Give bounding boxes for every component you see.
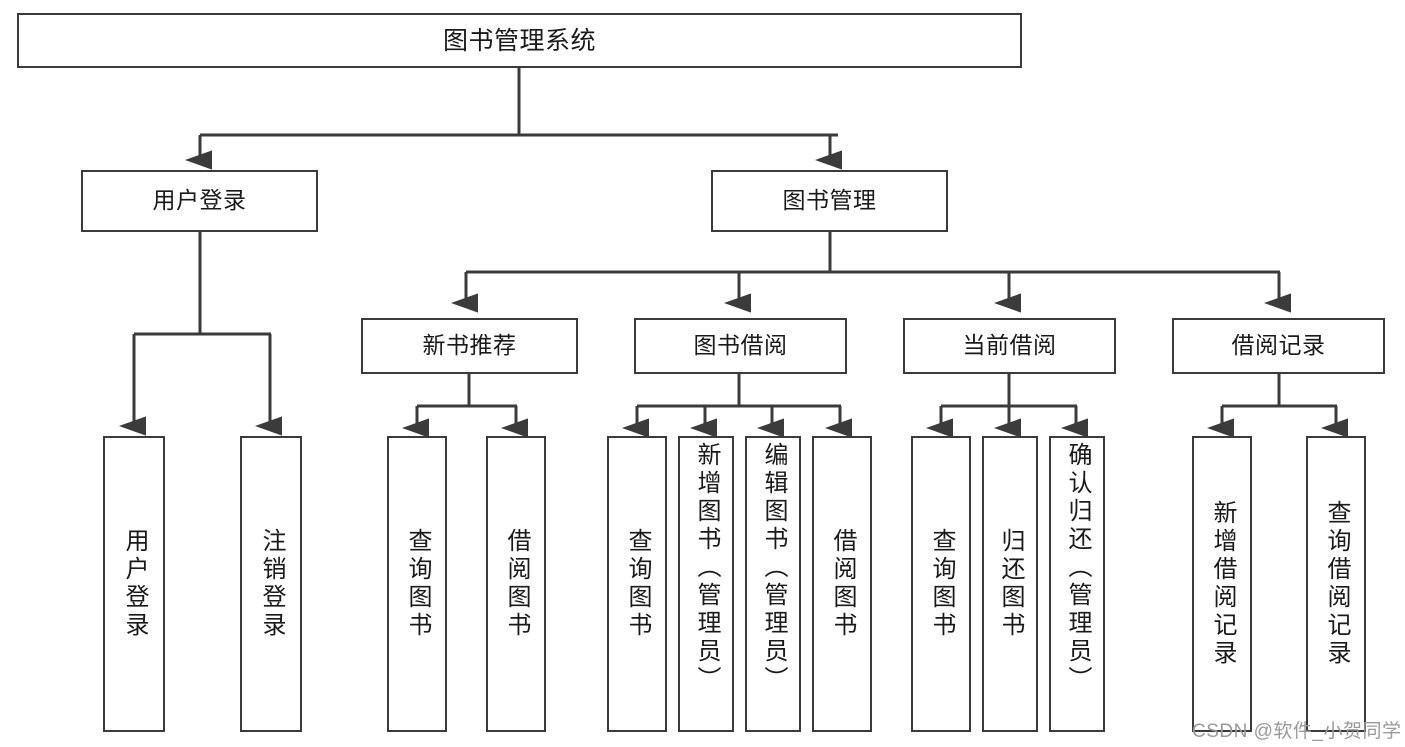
leaf-book-borrow-edit-label: 编辑图书（管理员） — [760, 442, 787, 694]
node-current-borrow-label: 当前借阅 — [962, 332, 1057, 359]
leaf-borrow-record-add[interactable]: 新增借阅记录 — [1192, 436, 1252, 732]
leaf-current-borrow-query-label: 查询图书 — [928, 528, 955, 640]
leaf-current-borrow-confirm-label: 确认归还（管理员） — [1064, 442, 1091, 694]
watermark-text: CSDN @软件_小贺同学 — [1192, 721, 1402, 742]
leaf-user-login-logout[interactable]: 注销登录 — [240, 436, 302, 732]
node-current-borrow[interactable]: 当前借阅 — [903, 318, 1116, 374]
node-book-management[interactable]: 图书管理 — [711, 170, 948, 232]
node-new-book-recommend[interactable]: 新书推荐 — [361, 318, 578, 374]
leaf-current-borrow-return-label: 归还图书 — [997, 528, 1024, 640]
leaf-book-borrow-borrow-label: 借阅图书 — [829, 528, 856, 640]
leaf-borrow-record-add-label: 新增借阅记录 — [1209, 500, 1236, 668]
node-book-borrow[interactable]: 图书借阅 — [634, 318, 847, 374]
node-book-management-label: 图书管理 — [782, 187, 877, 214]
leaf-current-borrow-query[interactable]: 查询图书 — [911, 436, 971, 732]
leaf-book-borrow-query[interactable]: 查询图书 — [607, 436, 667, 732]
leaf-book-borrow-borrow[interactable]: 借阅图书 — [812, 436, 872, 732]
node-borrow-record[interactable]: 借阅记录 — [1172, 318, 1385, 374]
leaf-user-login-login[interactable]: 用户登录 — [103, 436, 165, 732]
leaf-new-book-borrow[interactable]: 借阅图书 — [486, 436, 546, 732]
node-root-label: 图书管理系统 — [442, 26, 596, 55]
leaf-book-borrow-add-label: 新增图书（管理员） — [693, 442, 720, 694]
node-user-login[interactable]: 用户登录 — [81, 170, 318, 232]
node-user-login-label: 用户登录 — [152, 187, 247, 214]
leaf-user-login-login-label: 用户登录 — [121, 528, 148, 640]
node-root[interactable]: 图书管理系统 — [17, 13, 1022, 68]
leaf-current-borrow-return[interactable]: 归还图书 — [982, 436, 1038, 732]
leaf-book-borrow-query-label: 查询图书 — [624, 528, 651, 640]
node-book-borrow-label: 图书借阅 — [693, 332, 788, 359]
leaf-new-book-query-label: 查询图书 — [404, 528, 431, 640]
leaf-book-borrow-add[interactable]: 新增图书（管理员） — [678, 436, 734, 732]
leaf-borrow-record-query-label: 查询借阅记录 — [1323, 500, 1350, 668]
node-new-book-recommend-label: 新书推荐 — [422, 332, 517, 359]
leaf-borrow-record-query[interactable]: 查询借阅记录 — [1306, 436, 1366, 732]
leaf-new-book-borrow-label: 借阅图书 — [503, 528, 530, 640]
node-borrow-record-label: 借阅记录 — [1231, 332, 1326, 359]
leaf-book-borrow-edit[interactable]: 编辑图书（管理员） — [745, 436, 801, 732]
leaf-new-book-query[interactable]: 查询图书 — [387, 436, 447, 732]
leaf-current-borrow-confirm[interactable]: 确认归还（管理员） — [1049, 436, 1105, 732]
leaf-user-login-logout-label: 注销登录 — [258, 528, 285, 640]
